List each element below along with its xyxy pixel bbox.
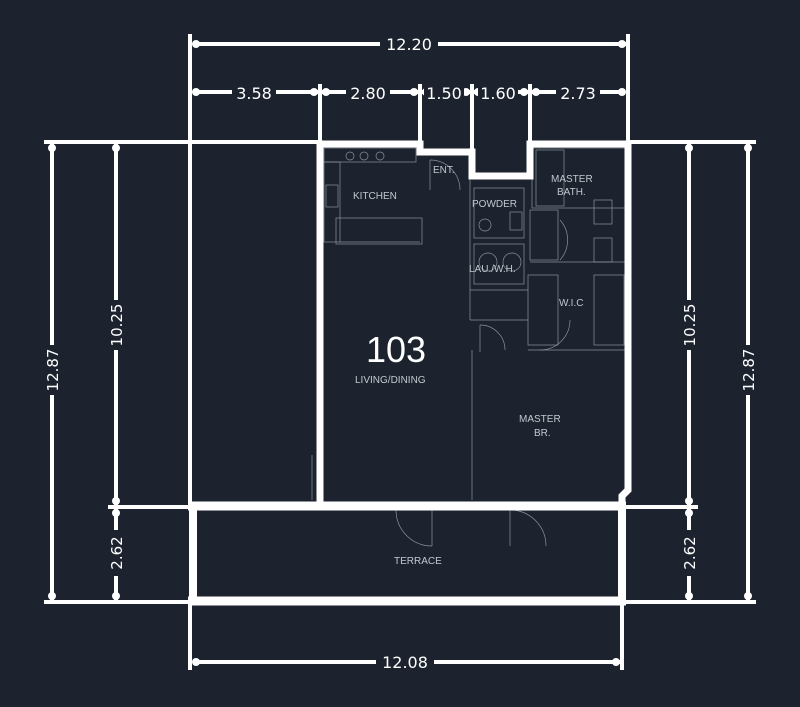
room-label-master-br-1: MASTER	[519, 414, 561, 425]
dim-top-seg-5: 2.73	[560, 84, 596, 103]
dim-left-outer: 12.87	[44, 349, 62, 392]
room-label-master-bath-2: BATH.	[557, 187, 586, 198]
room-label-laundry: LAU./W.H.	[469, 264, 516, 275]
dim-bottom-total: 12.08	[382, 653, 428, 672]
dim-top-seg-2: 2.80	[350, 84, 386, 103]
room-label-powder: POWDER	[472, 199, 517, 210]
dim-left-terrace: 2.62	[108, 536, 126, 569]
dim-top-total: 12.20	[386, 35, 432, 54]
dim-top-seg-1: 3.58	[236, 84, 272, 103]
dim-right-inner: 10.25	[681, 304, 699, 347]
room-label-terrace: TERRACE	[394, 556, 442, 567]
room-label-master-br-2: BR.	[534, 428, 551, 439]
dim-right-outer: 12.87	[740, 349, 758, 392]
room-label-entry: ENT.	[433, 165, 455, 176]
room-label-master-bath-1: MASTER	[551, 174, 593, 185]
room-label-wic: W.I.C	[559, 298, 583, 309]
dim-top-seg-3: 1.50	[426, 84, 462, 103]
dim-left-inner: 10.25	[108, 304, 126, 347]
walls	[188, 140, 632, 606]
room-label-kitchen: KITCHEN	[353, 191, 397, 202]
dim-top-seg-4: 1.60	[480, 84, 516, 103]
unit-number: 103	[366, 329, 426, 370]
room-label-living-dining: LIVING/DINING	[355, 375, 426, 386]
fixture-lines	[311, 147, 627, 547]
dim-right-terrace: 2.62	[681, 536, 699, 569]
